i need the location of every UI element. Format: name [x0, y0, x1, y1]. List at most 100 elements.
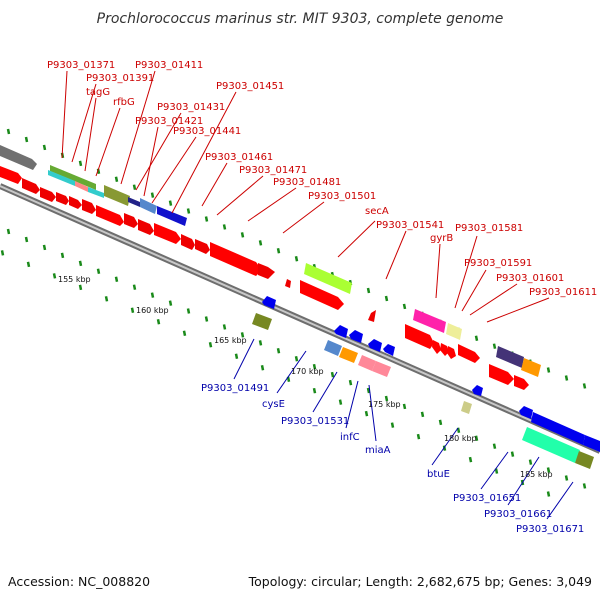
gene-label[interactable]: P9303_01411: [135, 60, 203, 71]
gene-arrow[interactable]: [447, 346, 456, 359]
gene-block[interactable]: [461, 401, 472, 414]
gene-arrow[interactable]: [22, 178, 40, 194]
gene-arrow[interactable]: [262, 296, 276, 309]
gene-block[interactable]: [358, 355, 376, 371]
gene-arrow[interactable]: [440, 343, 449, 356]
gene-label[interactable]: P9303_01611: [529, 287, 597, 298]
gene-block[interactable]: [128, 197, 140, 207]
gene-arrow[interactable]: [195, 239, 210, 254]
gene-arrow[interactable]: [0, 166, 22, 184]
guide-dot: [494, 468, 499, 474]
gene-label[interactable]: P9303_01661: [484, 509, 552, 520]
gene-label[interactable]: rfbG: [113, 97, 135, 108]
gene-block[interactable]: [157, 206, 187, 226]
gene-block[interactable]: [75, 181, 88, 192]
gene-label[interactable]: P9303_01391: [86, 73, 154, 84]
gene-block[interactable]: [339, 347, 358, 363]
gene-arrow[interactable]: [405, 324, 434, 349]
gene-block[interactable]: [522, 427, 580, 463]
gene-arrow[interactable]: [138, 219, 154, 235]
gene-label[interactable]: P9303_01581: [455, 223, 523, 234]
gene-arrow[interactable]: [56, 192, 69, 205]
gene-block[interactable]: [531, 412, 585, 445]
gene-arrow[interactable]: [154, 223, 181, 244]
gene-label[interactable]: btuE: [427, 469, 450, 480]
gene-label[interactable]: gyrB: [430, 233, 453, 244]
gene-arrow[interactable]: [383, 344, 395, 356]
gene-block[interactable]: [496, 346, 524, 368]
gene-arrow[interactable]: [300, 280, 344, 310]
gene-block[interactable]: [104, 185, 130, 206]
gene-arrow[interactable]: [258, 263, 275, 279]
gene-arrow[interactable]: [40, 187, 56, 202]
gene-arrow[interactable]: [368, 339, 382, 352]
gene-label[interactable]: P9303_01431: [157, 102, 225, 113]
gene-arrow[interactable]: [432, 340, 441, 354]
gene-arrow[interactable]: [285, 279, 291, 288]
gene-label[interactable]: P9303_01671: [516, 524, 584, 535]
gene-block[interactable]: [413, 309, 446, 333]
gene-block[interactable]: [304, 263, 352, 294]
gene-arrow[interactable]: [489, 364, 514, 385]
gene-block[interactable]: [575, 451, 594, 469]
gene-block[interactable]: [252, 313, 272, 330]
gene-arrow[interactable]: [334, 325, 348, 338]
gene-arrow[interactable]: [210, 242, 262, 276]
top-label-leaders: [61, 70, 550, 323]
guide-dot: [24, 236, 29, 243]
gene-label[interactable]: P9303_01591: [464, 258, 532, 269]
guide-dot: [222, 224, 227, 230]
map-title: Prochlorococcus marinus str. MIT 9303, c…: [97, 11, 504, 27]
gene-label[interactable]: P9303_01501: [308, 191, 376, 202]
gene-arrow[interactable]: [124, 213, 138, 228]
gene-arrow[interactable]: [349, 330, 363, 343]
gene-arrow[interactable]: [514, 375, 529, 390]
gene-block[interactable]: [324, 340, 342, 356]
guide-dot: [366, 387, 371, 394]
gene-label[interactable]: P9303_01371: [47, 60, 115, 71]
guide-dot: [582, 483, 587, 489]
gene-label[interactable]: P9303_01541: [376, 220, 444, 231]
gene-block[interactable]: [0, 145, 37, 170]
guide-dot: [276, 348, 281, 354]
gene-label[interactable]: cysE: [262, 399, 285, 410]
guide-dot: [564, 375, 569, 381]
gene-arrow[interactable]: [96, 205, 124, 226]
gene-block[interactable]: [140, 198, 157, 214]
gene-block[interactable]: [583, 435, 600, 452]
gene-label[interactable]: P9303_01451: [216, 81, 284, 92]
gene-arrow[interactable]: [458, 344, 480, 363]
gene-block[interactable]: [521, 358, 541, 377]
gene-arrow[interactable]: [519, 406, 533, 419]
gene-label[interactable]: P9303_01481: [273, 177, 341, 188]
gene-label[interactable]: P9303_01421: [135, 116, 203, 127]
gene-arrow[interactable]: [472, 385, 483, 396]
guide-dot: [528, 459, 533, 465]
gene-block[interactable]: [50, 165, 96, 190]
guide-dot: [208, 342, 213, 348]
gene-label[interactable]: P9303_01601: [496, 273, 564, 284]
guide-dot: [390, 422, 395, 428]
guide-dot: [24, 136, 29, 143]
gene-block[interactable]: [372, 361, 391, 377]
guide-dot: [510, 451, 515, 457]
gene-label[interactable]: P9303_01441: [173, 126, 241, 137]
gene-label[interactable]: P9303_01471: [239, 165, 307, 176]
tick-label: 185 kbp: [520, 470, 553, 479]
gene-block[interactable]: [48, 170, 75, 186]
gene-label[interactable]: P9303_01491: [201, 383, 269, 394]
gene-arrow[interactable]: [82, 199, 96, 214]
gene-label[interactable]: P9303_01531: [281, 416, 349, 427]
gene-label[interactable]: P9303_01651: [453, 493, 521, 504]
guide-dot: [168, 200, 173, 206]
gene-arrow[interactable]: [69, 196, 82, 209]
gene-label[interactable]: infC: [340, 432, 360, 443]
gene-block[interactable]: [88, 187, 104, 198]
gene-label[interactable]: miaA: [365, 445, 391, 456]
gene-block[interactable]: [446, 323, 462, 340]
gene-label[interactable]: secA: [365, 206, 389, 217]
gene-label[interactable]: P9303_01461: [205, 152, 273, 163]
gene-arrow[interactable]: [181, 234, 195, 250]
gene-arrow[interactable]: [368, 310, 376, 322]
gene-label[interactable]: tagG: [86, 87, 110, 98]
